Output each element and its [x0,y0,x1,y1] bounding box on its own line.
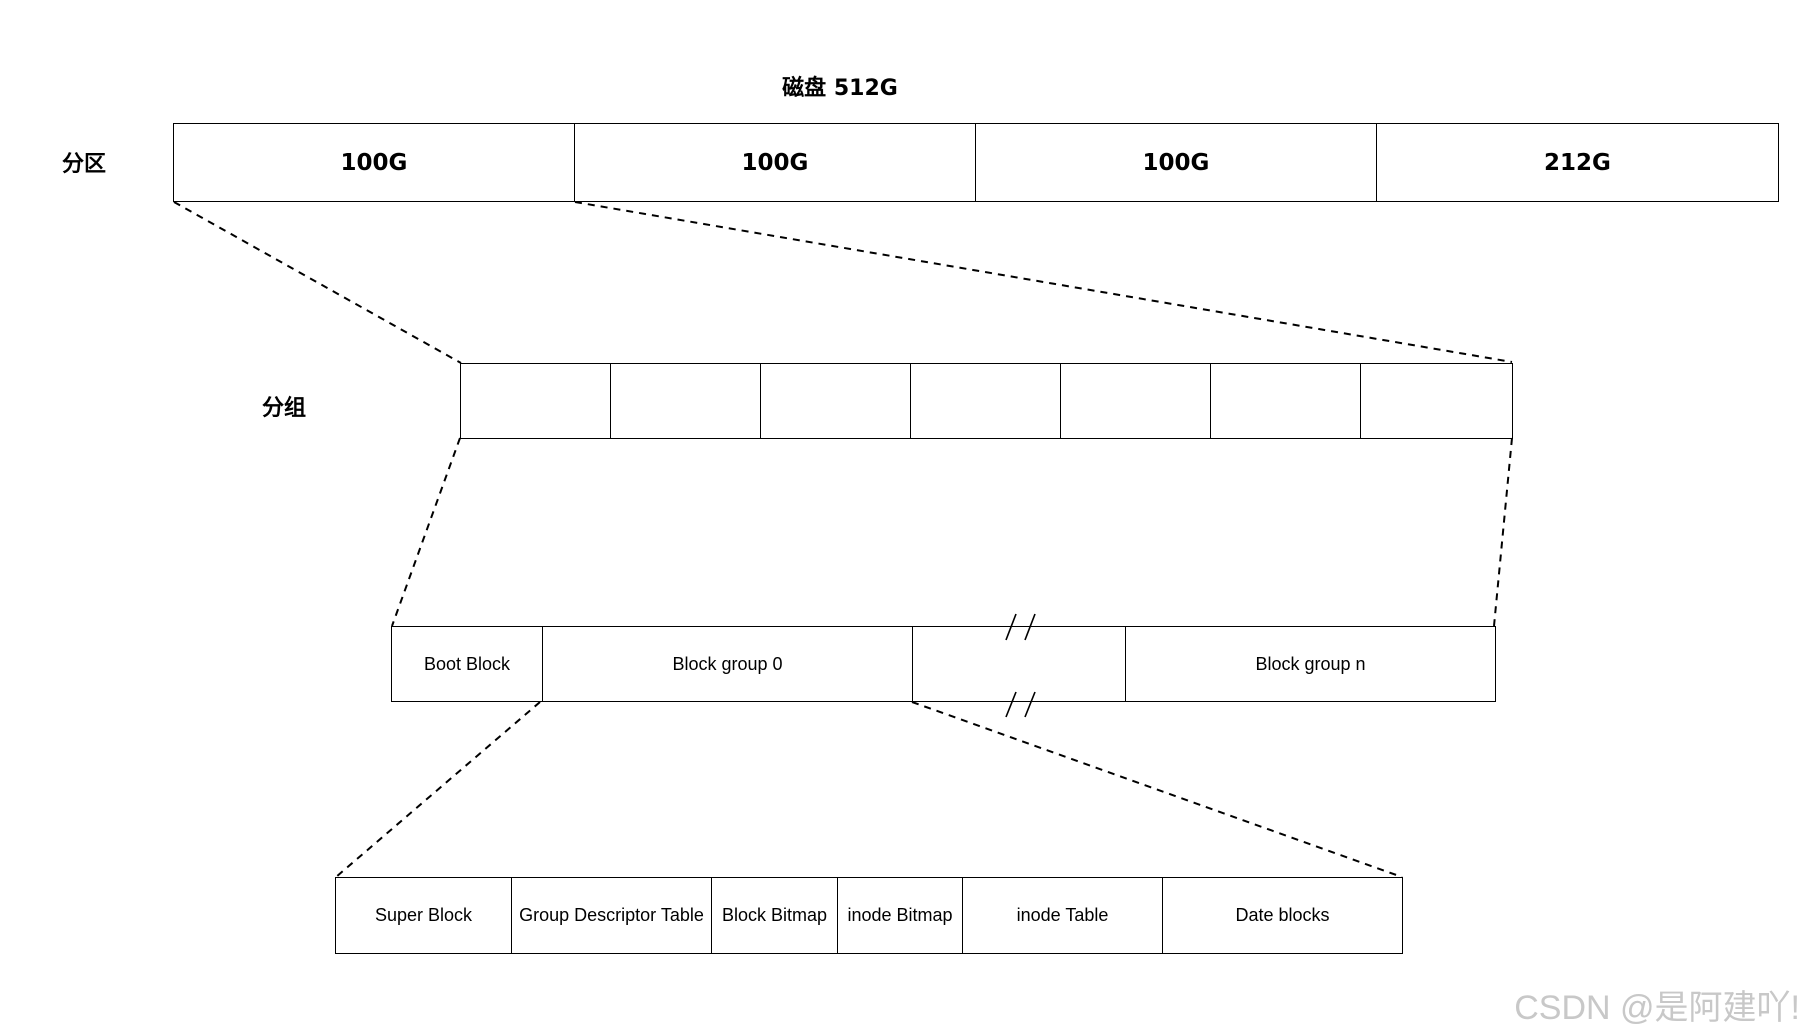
partition-cell-1: 100G [174,124,575,201]
group-cell [761,364,911,438]
group-cell [1061,364,1211,438]
break-mark-bottom-1 [1005,691,1017,718]
omitted-block-groups-cell [913,627,1126,701]
partition-zoom-right [574,201,1513,363]
group-cell [461,364,611,438]
partition-cell-2: 100G [575,124,976,201]
group-cell [1211,364,1361,438]
partition-zoom-left [173,201,462,364]
group-zoom-left [391,437,461,627]
group-cell [1361,364,1512,438]
group-cell [911,364,1061,438]
watermark: CSDN @是阿建吖! [1514,989,1800,1027]
boot-block-cell: Boot Block [392,627,543,701]
group-label: 分组 [262,396,307,421]
partition-bar: 100G 100G 100G 212G [173,123,1779,202]
blockgroup-zoom-right [911,701,1403,878]
partition-label: 分区 [62,152,107,177]
break-mark-top-1 [1005,613,1017,641]
block-group-bar: Boot Block Block group 0 Block group n [391,626,1496,702]
partition-cell-3: 100G [976,124,1377,201]
group-bar [460,363,1513,439]
block-bitmap-cell: Block Bitmap [712,878,838,953]
group-detail-bar: Super Block Group Descriptor Table Block… [335,877,1403,954]
group-cell [611,364,761,438]
disk-title: 磁盘 512G [782,76,898,101]
super-block-cell: Super Block [336,878,512,953]
break-mark-top-2 [1024,613,1036,641]
group-descriptor-table-cell: Group Descriptor Table [512,878,712,953]
block-group-n-cell: Block group n [1255,653,1366,674]
inode-bitmap-cell: inode Bitmap [838,878,963,953]
block-group-0-cell: Block group 0 [543,627,913,701]
date-blocks-cell: Date blocks [1235,905,1330,925]
break-mark-bottom-2 [1024,691,1036,718]
partition-cell-4: 212G [1544,149,1611,176]
blockgroup-zoom-left [335,701,541,878]
group-zoom-right [1493,437,1513,627]
inode-table-cell: inode Table [963,878,1163,953]
